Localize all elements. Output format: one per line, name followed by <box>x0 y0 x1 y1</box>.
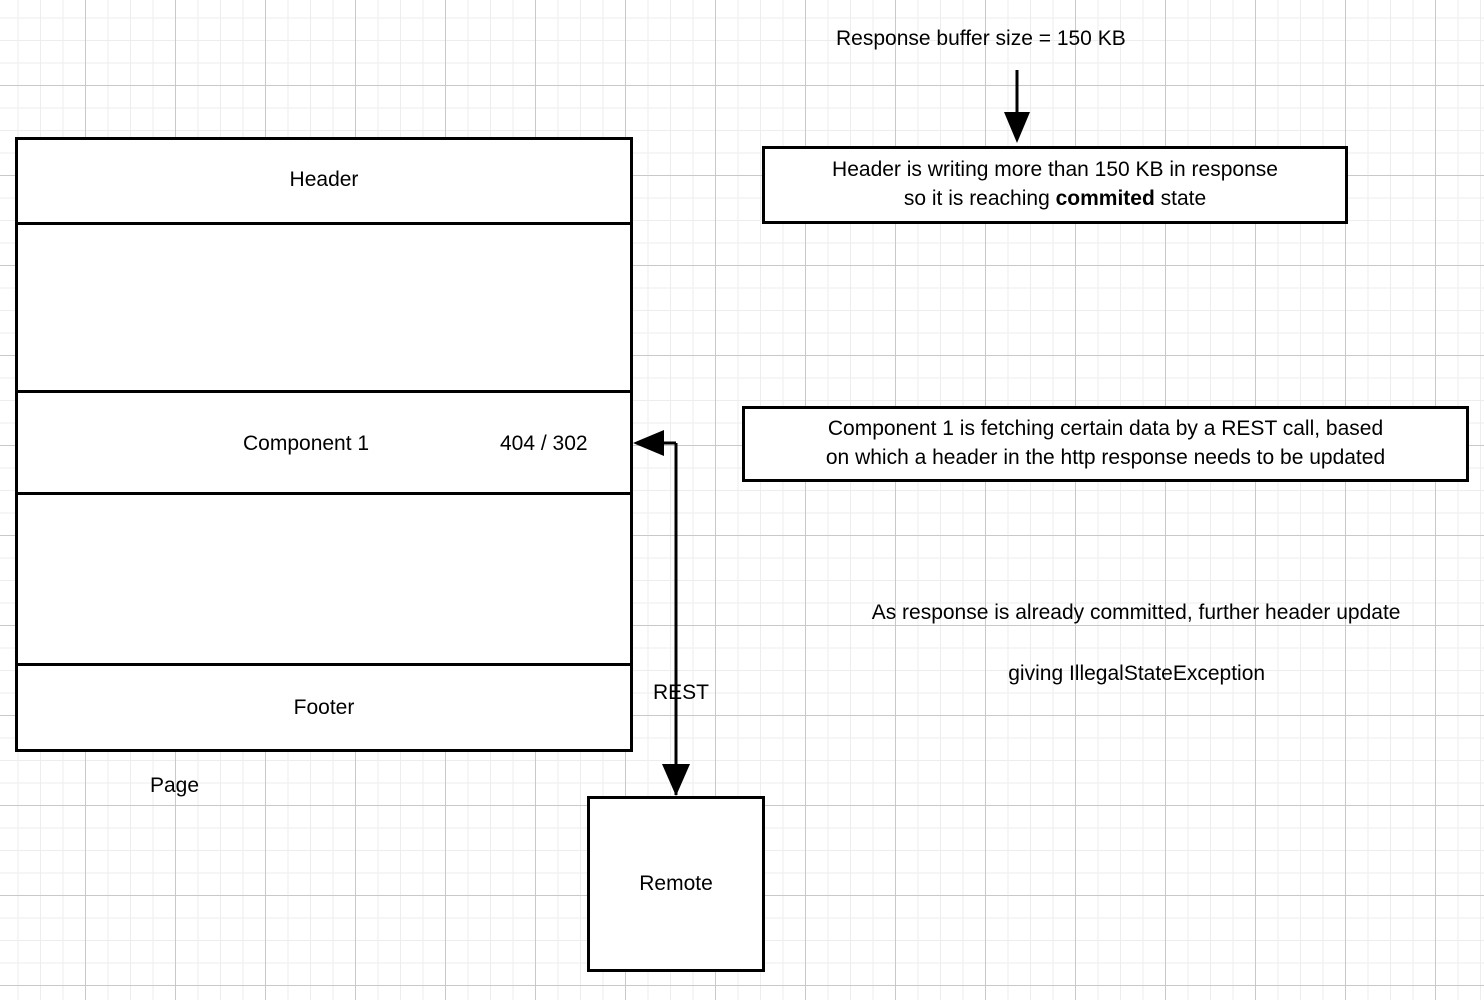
illegal-state-note-line-2: giving IllegalStateException <box>1008 662 1266 686</box>
component-1-status-codes: 404 / 302 <box>500 432 588 455</box>
illegal-state-note-line-1: As response is already committed, furthe… <box>871 601 1401 625</box>
arrow-rest-to-remote <box>662 764 690 796</box>
page-divider-4 <box>15 663 633 666</box>
committed-state-note-text: Header is writing more than 150 KB in re… <box>832 156 1278 214</box>
page-row-component-1: Component 1 404 / 302 <box>15 432 633 458</box>
page-row-header-label: Header <box>289 168 359 191</box>
remote-label: Remote <box>639 872 713 895</box>
committed-state-note-line-2-post: state <box>1154 187 1207 210</box>
rest-call-note-line-1: Component 1 is fetching certain data by … <box>827 417 1384 441</box>
component-1-label: Component 1 <box>243 432 370 455</box>
rest-call-note-line-2: on which a header in the http response n… <box>825 446 1386 469</box>
page-row-footer-label: Footer <box>293 696 355 719</box>
committed-state-note-line-2-pre: so it is reaching <box>903 187 1056 210</box>
committed-state-note-emphasis: commited <box>1055 187 1155 210</box>
illegal-state-note: As response is already committed, furthe… <box>775 568 1475 720</box>
remote-box <box>587 796 765 972</box>
arrow-buffer-to-note1 <box>1004 70 1030 143</box>
committed-state-note-line-1: Header is writing more than 150 KB in re… <box>832 158 1278 182</box>
page-divider-2 <box>15 390 633 393</box>
page-divider-3 <box>15 492 633 495</box>
rest-connector-label: REST <box>653 681 710 704</box>
arrow-note2-to-component1 <box>633 430 678 795</box>
rest-call-note-text: Component 1 is fetching certain data by … <box>818 415 1393 473</box>
page-caption-label: Page <box>150 774 200 797</box>
page-divider-1 <box>15 222 633 225</box>
committed-state-note-box: Header is writing more than 150 KB in re… <box>762 146 1348 224</box>
response-buffer-size-label: Response buffer size = 150 KB <box>836 27 1126 50</box>
rest-call-note-box: Component 1 is fetching certain data by … <box>742 406 1469 482</box>
page-block <box>15 137 633 752</box>
